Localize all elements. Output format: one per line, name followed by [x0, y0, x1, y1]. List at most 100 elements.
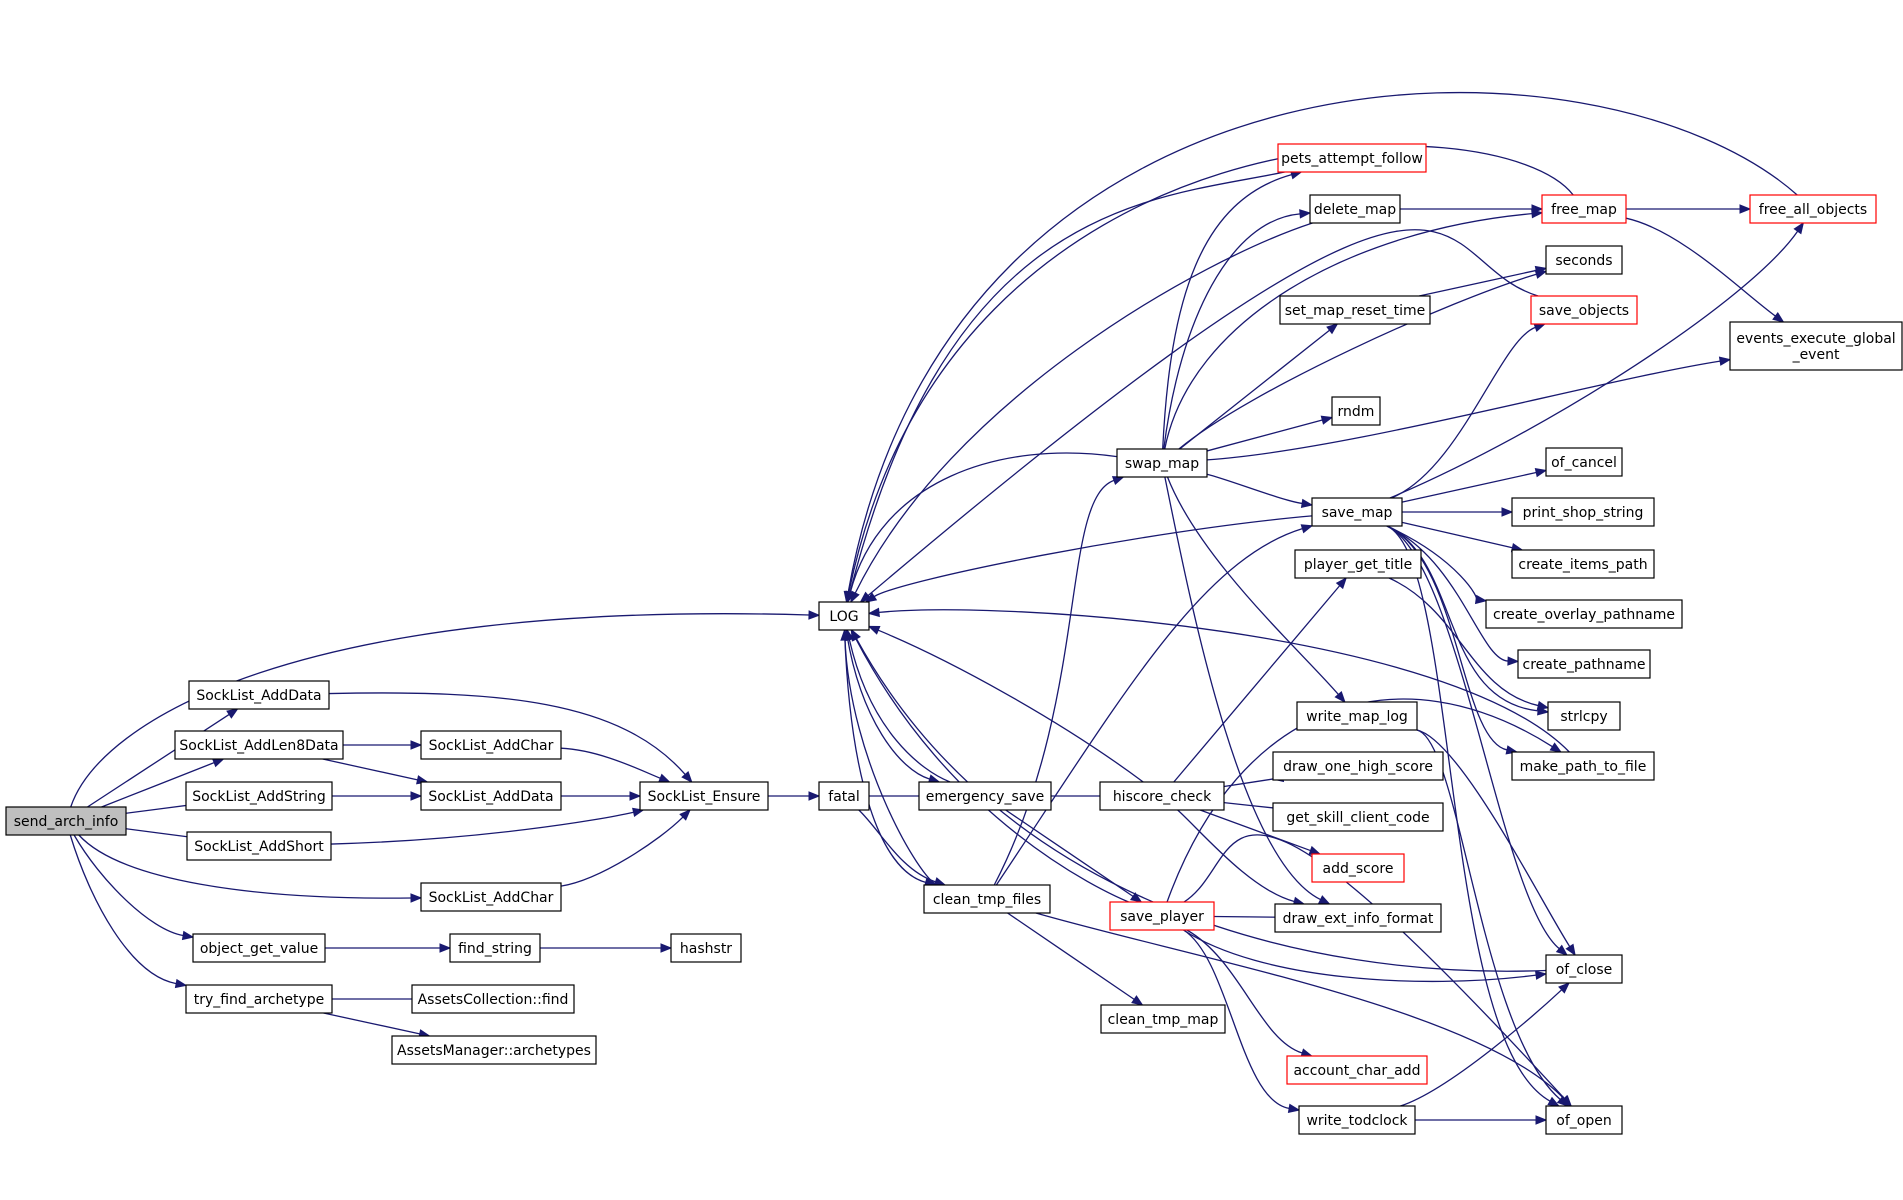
- node-draw-ext-info-format[interactable]: draw_ext_info_format: [1274, 903, 1442, 933]
- edge-save-objects-to-log: [859, 229, 1539, 603]
- edge-arrowhead: [1501, 507, 1514, 517]
- node-save-objects[interactable]: save_objects: [1530, 295, 1638, 325]
- node-socklist-addchar-b[interactable]: SockList_AddChar: [420, 882, 562, 912]
- node-box: [1547, 701, 1621, 731]
- node-send-arch-info[interactable]: send_arch_info: [5, 806, 127, 836]
- node-try-find-archetype[interactable]: try_find_archetype: [185, 984, 333, 1014]
- edge-free-map-to-log: [844, 145, 1574, 604]
- node-label: account_char_add: [1293, 1063, 1420, 1079]
- edge-arrowhead: [1718, 356, 1732, 366]
- node-fatal[interactable]: fatal: [818, 781, 870, 811]
- edge-write-todclock-to-of-open: [1415, 1115, 1548, 1125]
- edge-swap-map-to-rndm: [1206, 415, 1334, 452]
- node-object-get-value[interactable]: object_get_value: [192, 933, 326, 963]
- node-box: [1294, 549, 1422, 579]
- node-write-map-log[interactable]: write_map_log: [1296, 701, 1418, 731]
- node-assetscollection-find[interactable]: AssetsCollection::find: [411, 984, 575, 1014]
- edge-arrowhead: [1558, 982, 1570, 994]
- node-create-pathname[interactable]: create_pathname: [1517, 649, 1651, 679]
- node-box: [1279, 295, 1431, 325]
- node-pets-attempt-follow[interactable]: pets_attempt_follow: [1277, 143, 1427, 173]
- node-add-score[interactable]: add_score: [1311, 853, 1405, 883]
- node-socklist-addchar-a[interactable]: SockList_AddChar: [420, 730, 562, 760]
- edge-line: [1386, 525, 1509, 662]
- edge-arrowhead: [181, 930, 195, 941]
- node-box: [1331, 396, 1381, 426]
- node-label: make_path_to_file: [1520, 759, 1647, 775]
- node-log[interactable]: LOG: [818, 601, 870, 631]
- node-get-skill-client-code[interactable]: get_skill_client_code: [1272, 802, 1444, 832]
- node-hashstr[interactable]: hashstr: [670, 933, 742, 963]
- node-create-overlay-pathname[interactable]: create_overlay_pathname: [1485, 599, 1683, 629]
- node-box: [1109, 901, 1215, 931]
- edge-line: [1416, 729, 1561, 1100]
- node-make-path-to-file[interactable]: make_path_to_file: [1511, 751, 1655, 781]
- node-box: [1272, 802, 1444, 832]
- node-label: emergency_save: [926, 789, 1045, 805]
- edge-pets-attempt-follow-to-log: [845, 171, 1285, 604]
- node-label: send_arch_info: [14, 814, 119, 830]
- node-of-cancel[interactable]: of_cancel: [1545, 447, 1623, 477]
- node-save-player[interactable]: save_player: [1109, 901, 1215, 931]
- node-rndm[interactable]: rndm: [1331, 396, 1381, 426]
- edge-line: [330, 811, 634, 845]
- node-set-map-reset-time[interactable]: set_map_reset_time: [1279, 295, 1431, 325]
- edge-line: [847, 91, 1798, 593]
- node-assetsmanager-archetypes[interactable]: AssetsManager::archetypes: [391, 1035, 597, 1065]
- node-socklist-addshort[interactable]: SockList_AddShort: [186, 831, 332, 861]
- edge-save-map-to-save-objects: [1391, 323, 1547, 499]
- edge-arrowhead: [864, 592, 878, 603]
- edge-clean-tmp-files-to-clean-tmp-map: [1007, 912, 1144, 1006]
- edge-save-player-to-account-char-add: [1186, 929, 1314, 1058]
- node-write-todclock[interactable]: write_todclock: [1298, 1105, 1416, 1135]
- node-of-open[interactable]: of_open: [1545, 1105, 1623, 1135]
- node-save-map[interactable]: save_map: [1311, 497, 1403, 527]
- edge-write-map-log-to-of-close: [1416, 729, 1576, 957]
- node-socklist-adddata-b[interactable]: SockList_AddData: [420, 781, 562, 811]
- edge-arrowhead: [1555, 944, 1568, 956]
- node-hiscore-check[interactable]: hiscore_check: [1099, 781, 1225, 811]
- edge-line: [1391, 326, 1536, 499]
- edge-save-map-to-create-overlay-pathname: [1386, 525, 1488, 605]
- edge-swap-map-to-draw-ext-info-format: [1164, 476, 1331, 905]
- edge-arrowhead: [840, 628, 850, 641]
- node-player-get-title[interactable]: player_get_title: [1294, 549, 1422, 579]
- node-strlcpy[interactable]: strlcpy: [1547, 701, 1621, 731]
- node-account-char-add[interactable]: account_char_add: [1286, 1055, 1428, 1085]
- node-delete-map[interactable]: delete_map: [1309, 194, 1401, 224]
- edge-line: [854, 222, 1313, 594]
- node-box: [1545, 447, 1623, 477]
- edge-line: [849, 452, 1118, 593]
- node-events-execute-global-event[interactable]: events_execute_global_event: [1729, 321, 1903, 371]
- node-free-map[interactable]: free_map: [1541, 194, 1627, 224]
- node-label: SockList_AddString: [192, 789, 326, 805]
- node-print-shop-string[interactable]: print_shop_string: [1511, 497, 1655, 527]
- node-of-close[interactable]: of_close: [1545, 954, 1623, 984]
- node-find-string[interactable]: find_string: [449, 933, 541, 963]
- node-swap-map[interactable]: swap_map: [1116, 448, 1208, 478]
- node-box: [1545, 954, 1623, 984]
- edge-save-map-to-create-items-path: [1401, 521, 1524, 553]
- edge-line: [101, 762, 215, 808]
- edge-hiscore-check-to-log: [867, 625, 1144, 783]
- node-box: [1749, 194, 1877, 224]
- node-create-items-path[interactable]: create_items_path: [1511, 549, 1655, 579]
- node-box: [1541, 194, 1627, 224]
- node-clean-tmp-files[interactable]: clean_tmp_files: [923, 884, 1051, 914]
- edge-arrowhead: [174, 978, 188, 989]
- node-socklist-ensure[interactable]: SockList_Ensure: [639, 781, 769, 811]
- node-draw-one-high-score[interactable]: draw_one_high_score: [1272, 751, 1444, 781]
- edge-arrowhead: [1335, 576, 1348, 590]
- node-socklist-addstring[interactable]: SockList_AddString: [185, 781, 333, 811]
- node-socklist-adddata-a[interactable]: SockList_AddData: [188, 680, 330, 710]
- node-box: [420, 730, 562, 760]
- edge-arrowhead: [1300, 498, 1314, 509]
- edge-line: [1177, 809, 1295, 903]
- node-free-all-objects[interactable]: free_all_objects: [1749, 194, 1877, 224]
- node-seconds[interactable]: seconds: [1545, 245, 1623, 275]
- edge-arrowhead: [1772, 311, 1785, 323]
- edge-arrowhead: [1299, 209, 1312, 219]
- node-emergency-save[interactable]: emergency_save: [918, 781, 1052, 811]
- node-socklist-addlen8data[interactable]: SockList_AddLen8Data: [174, 730, 344, 760]
- node-clean-tmp-map[interactable]: clean_tmp_map: [1100, 1004, 1226, 1034]
